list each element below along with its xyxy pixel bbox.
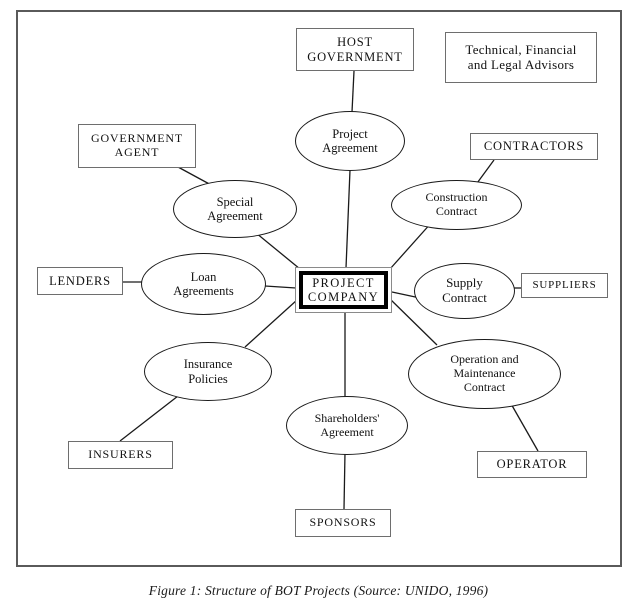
node-contractors-label: CONTRACTORS <box>483 139 585 154</box>
node-suppliers[interactable]: SUPPLIERS <box>521 273 608 298</box>
node-supply-contract-label: Supply Contract <box>442 275 487 305</box>
node-insurance-policies-label: Insurance Policies <box>183 357 233 386</box>
node-operator-label: OPERATOR <box>496 457 568 472</box>
node-shareholders-agreement[interactable]: Shareholders' Agreement <box>286 396 408 455</box>
node-lenders-label: LENDERS <box>49 273 111 288</box>
node-sponsors[interactable]: SPONSORS <box>295 509 391 537</box>
node-lenders[interactable]: LENDERS <box>37 267 123 295</box>
node-host-government-label: HOST GOVERNMENT <box>307 35 403 64</box>
node-shareholders-agreement-label: Shareholders' Agreement <box>314 410 380 439</box>
node-operation-and-maintenance-contract[interactable]: Operation and Maintenance Contract <box>408 339 561 409</box>
node-advisors-label: Technical, Financial and Legal Advisors <box>465 41 577 72</box>
node-construction-contract-label: Construction Contract <box>425 190 488 218</box>
node-sponsors-label: SPONSORS <box>309 515 377 530</box>
node-project-agreement[interactable]: Project Agreement <box>295 111 405 171</box>
node-project-company[interactable]: PROJECT COMPANY <box>295 267 392 313</box>
node-supply-contract[interactable]: Supply Contract <box>414 263 515 319</box>
node-operator[interactable]: OPERATOR <box>477 451 587 478</box>
node-host-government[interactable]: HOST GOVERNMENT <box>296 28 414 71</box>
node-technical-financial-legal-advisors[interactable]: Technical, Financial and Legal Advisors <box>445 32 597 83</box>
node-operation-and-maintenance-contract-label: Operation and Maintenance Contract <box>450 352 519 394</box>
node-government-agent-label: GOVERNMENT AGENT <box>91 131 183 159</box>
node-insurers[interactable]: INSURERS <box>68 441 173 469</box>
node-insurance-policies[interactable]: Insurance Policies <box>144 342 272 401</box>
figure-caption: Figure 1: Structure of BOT Projects (Sou… <box>148 583 489 598</box>
node-contractors[interactable]: CONTRACTORS <box>470 133 598 160</box>
node-special-agreement-label: Special Agreement <box>207 194 263 223</box>
node-loan-agreements-label: Loan Agreements <box>173 269 234 298</box>
node-project-agreement-label: Project Agreement <box>322 126 378 155</box>
node-project-company-label: PROJECT COMPANY <box>307 275 380 304</box>
node-special-agreement[interactable]: Special Agreement <box>173 180 297 238</box>
project-company-border-outer: PROJECT COMPANY <box>299 271 388 309</box>
node-loan-agreements[interactable]: Loan Agreements <box>141 253 266 315</box>
node-insurers-label: INSURERS <box>88 447 153 462</box>
node-construction-contract[interactable]: Construction Contract <box>391 180 522 230</box>
node-suppliers-label: SUPPLIERS <box>532 279 597 292</box>
project-company-border-inner: PROJECT COMPANY <box>303 275 384 305</box>
node-government-agent[interactable]: GOVERNMENT AGENT <box>78 124 196 168</box>
